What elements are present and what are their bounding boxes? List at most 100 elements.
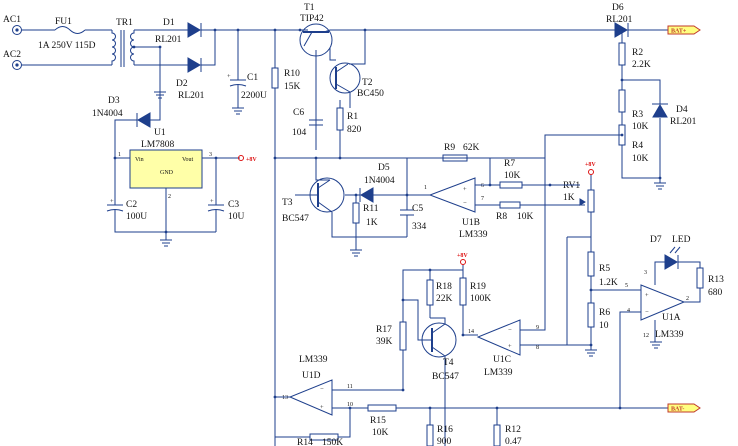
u1a-comparator <box>640 284 686 321</box>
u1d-pin13: 13 <box>282 395 288 401</box>
r17-value: 39K <box>376 337 393 347</box>
u1d-label: U1D <box>302 371 321 381</box>
r11-resistor <box>352 202 360 224</box>
r18-value: 22K <box>436 294 453 304</box>
t3-value: BC547 <box>282 214 309 224</box>
r2-value: 2.2K <box>632 60 651 70</box>
fu1-ref: FU1 <box>55 17 72 27</box>
u1b-section: + − 6 7 1 U1B LM339 R9 62K R7 10K R8 10K <box>424 143 585 240</box>
r7-ref: R7 <box>504 159 515 169</box>
bat-plus-label: BAT+ <box>671 29 687 35</box>
svg-text:−: − <box>508 327 512 334</box>
d7-value: LED <box>672 235 691 245</box>
r4-ref: R4 <box>632 141 643 151</box>
d4-value: RL201 <box>670 117 697 127</box>
u1c-value: LM339 <box>484 368 513 378</box>
u1-pin2: 2 <box>168 194 171 200</box>
u1-gnd: GND <box>160 170 174 176</box>
r17-ref: R17 <box>376 325 392 335</box>
r1-resistor <box>336 107 344 131</box>
vcc-terminal-1 <box>238 155 244 161</box>
d6-ref: D6 <box>612 3 624 13</box>
u1-value: LM7808 <box>141 140 175 150</box>
rv1-value: 1K <box>563 193 575 203</box>
r8-value: 10K <box>517 212 534 222</box>
u1-pin1: 1 <box>118 152 121 158</box>
r15-value: 10K <box>372 428 389 438</box>
driver-section: T3 BC547 D5 1N4004 R11 1K C5 334 <box>282 158 430 257</box>
d1-value: RL201 <box>155 35 182 45</box>
fuse-symbol <box>54 26 86 34</box>
d3-ref: D3 <box>108 96 120 106</box>
u1a-pin12: 12 <box>643 333 649 339</box>
vcc-terminal-2 <box>588 169 594 175</box>
c5-ref: C5 <box>412 204 423 214</box>
d1-ref: D1 <box>163 18 175 28</box>
r10-value: 15K <box>284 82 301 92</box>
r17-resistor <box>399 321 407 351</box>
t2-value: BC450 <box>357 89 384 99</box>
d7-ref: D7 <box>650 235 662 245</box>
r7-value: 10K <box>504 171 521 181</box>
t4-ref: T4 <box>443 358 454 368</box>
d5-value: 1N4004 <box>364 176 395 186</box>
c1-value: 2200U <box>241 91 267 101</box>
r15-ref: R15 <box>370 416 386 426</box>
pass-transistor-section: T1 TIP42 T2 BC450 R10 15K R1 820 C6 104 <box>271 3 545 446</box>
rv1-potentiometer[interactable] <box>587 189 595 213</box>
bat-minus-terminal[interactable]: BAT- <box>667 403 701 413</box>
lm7808-regulator <box>129 149 203 189</box>
r19-ref: R19 <box>470 282 486 292</box>
c2-ref: C2 <box>126 200 137 210</box>
u1b-pin6: 6 <box>481 183 484 189</box>
rectifier-section: D1 RL201 D2 RL201 + C1 2200U <box>155 18 300 115</box>
rv1-wiper <box>579 198 586 206</box>
rv1-ref: RV1 <box>563 181 580 191</box>
u1-vin: Vin <box>135 157 144 163</box>
ac2-label: AC2 <box>3 50 21 60</box>
u1-ref: U1 <box>154 128 166 138</box>
r7-resistor <box>499 181 523 189</box>
bat-minus-label: BAT- <box>671 407 684 413</box>
u1a-section: +8V RV1 1K R5 1.2K R6 10 + − 5 4 3 12 2 … <box>550 162 724 408</box>
svg-text:+: + <box>508 343 512 350</box>
ac1-label: AC1 <box>3 15 21 25</box>
transformer-primary <box>111 30 116 65</box>
svg-text:−: − <box>645 309 649 316</box>
bat-plus-terminal[interactable]: BAT+ <box>667 25 701 35</box>
svg-text:−: − <box>320 386 324 393</box>
r1-value: 820 <box>347 125 362 135</box>
u1b-pin7: 7 <box>481 196 484 202</box>
t2-transistor <box>329 62 361 94</box>
u1a-pin3: 3 <box>644 270 647 276</box>
r10-ref: R10 <box>284 69 300 79</box>
c3-ref: C3 <box>228 200 239 210</box>
r13-resistor <box>696 267 704 289</box>
r11-ref: R11 <box>363 204 379 214</box>
d2-diode <box>187 57 201 73</box>
r13-value: 680 <box>708 288 723 298</box>
u1a-pin2: 2 <box>686 296 689 302</box>
u1a-value: LM339 <box>655 330 684 340</box>
u1c-pin14: 14 <box>468 329 474 335</box>
d2-ref: D2 <box>176 79 188 89</box>
t1-ref: T1 <box>304 3 315 13</box>
u1d-comparator <box>288 379 333 416</box>
d3-diode <box>137 112 151 128</box>
tr1-ref: TR1 <box>116 18 133 28</box>
d1-diode <box>187 22 201 38</box>
u1b-ref: U1B <box>462 218 480 228</box>
r13-ref: R13 <box>708 275 724 285</box>
svg-text:+: + <box>210 198 214 205</box>
t1-value: TIP42 <box>300 14 324 24</box>
r3-ref: R3 <box>632 110 643 120</box>
r3-resistor <box>618 89 626 113</box>
u1c-comparator <box>476 319 521 356</box>
r16-ref: R16 <box>437 425 453 435</box>
r12-value: 0.47 <box>505 437 522 446</box>
r12-ref: R12 <box>505 425 521 435</box>
d5-diode <box>360 187 374 203</box>
r3-value: 10K <box>632 122 649 132</box>
u1d-section: − + 11 10 13 LM339 U1D R15 10K BAT- R14 … <box>273 355 701 446</box>
